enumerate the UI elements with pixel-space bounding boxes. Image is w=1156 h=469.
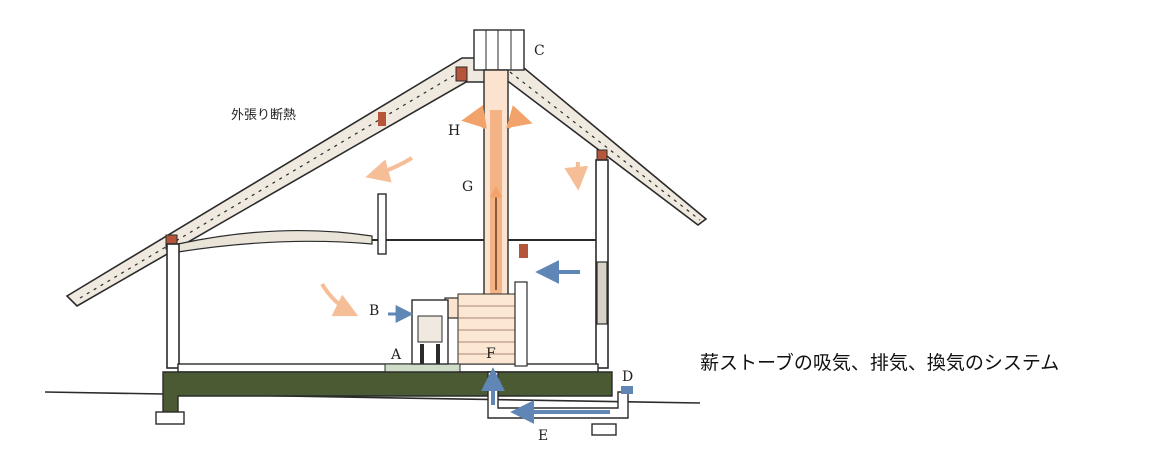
ceiling-stud xyxy=(519,244,528,258)
diagram-caption: 薪ストーブの吸気、排気、換気のシステム xyxy=(700,352,1060,374)
stove-door xyxy=(417,315,443,343)
room-airflow-arrow xyxy=(320,282,359,317)
insulation-note: 外張り断熱 xyxy=(231,108,296,123)
duct-inlet-d xyxy=(621,386,633,394)
right-footing xyxy=(591,423,617,436)
attic-airflow-left xyxy=(365,156,414,183)
interior-partition xyxy=(514,281,528,367)
left-wall xyxy=(166,243,180,369)
chimney-cap xyxy=(473,29,525,71)
right-window xyxy=(596,261,608,325)
label-b: B xyxy=(369,303,379,319)
ground-line xyxy=(44,391,701,404)
warm-air-arrow-left xyxy=(461,105,487,130)
label-g: G xyxy=(462,179,473,195)
warm-air-arrow-right xyxy=(506,105,533,130)
label-c: C xyxy=(534,43,545,59)
roof xyxy=(65,57,708,307)
label-h: H xyxy=(448,123,460,139)
label-f: F xyxy=(486,346,496,362)
left-footing xyxy=(155,411,185,425)
label-d: D xyxy=(622,369,633,385)
ceiling-vent xyxy=(377,193,387,255)
ceiling-insulation xyxy=(177,229,373,253)
attic-airflow-right xyxy=(564,161,589,191)
label-a: A xyxy=(390,347,402,363)
label-e: E xyxy=(538,428,548,444)
